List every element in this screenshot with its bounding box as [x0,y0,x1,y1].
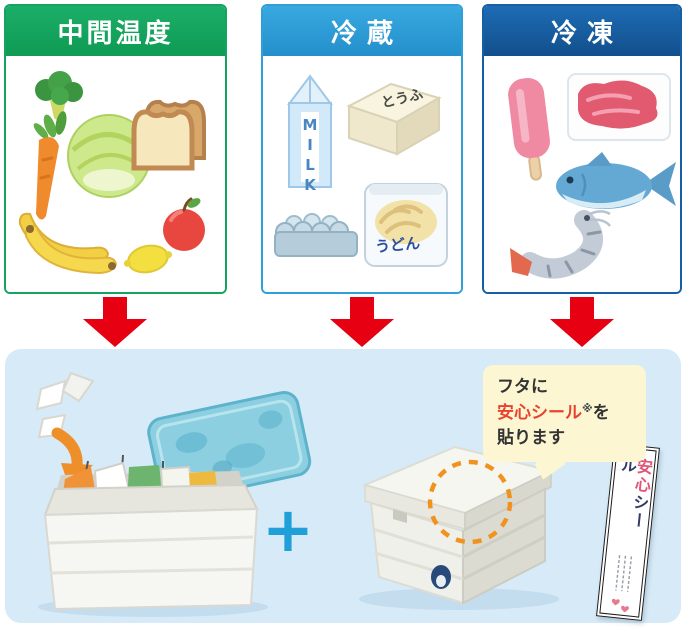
open-cooler-scene [35,371,312,617]
egg-carton-icon [274,213,358,257]
milk-text: MILK [301,116,319,196]
fish-icon [556,152,676,209]
fridge-items-illustration [274,74,448,267]
tofu-icon [346,82,442,156]
down-arrow [83,297,147,347]
seal-decoration [611,554,633,613]
seal-speech-bubble: フタに 安心シール※を 貼ります [483,365,646,462]
cabbage-icon [67,114,151,198]
bubble-particle: を [592,402,610,423]
meat-icon [567,73,671,141]
bubble-line1: フタに [497,377,548,397]
down-arrow [550,297,614,347]
card-refrigerated-body: MILK とうふ うどん [263,56,461,292]
milk-carton-icon [287,74,333,188]
card-frozen-title: 冷凍 [484,6,680,56]
bubble-note-mark: ※ [582,401,593,415]
lid-clip [393,509,407,524]
popsicle-icon [508,77,550,181]
shrimp-icon [510,210,611,279]
seal-position-highlight [427,459,513,545]
anshin-seal-sticker: 安心シール [596,443,660,621]
bubble-highlight: 安心シール [497,402,582,423]
card-frozen: 冷凍 [482,4,682,294]
banana-icon [18,212,118,275]
card-intermediate-temp-title: 中間温度 [6,6,225,56]
seal-text: 安心シール [611,456,654,548]
card-frozen-body [484,56,680,292]
card-intermediate-temp-body [6,56,225,292]
plus-sign: + [262,493,314,566]
apple-icon [163,197,205,251]
broccoli-icon [35,71,83,120]
frozen-items-illustration [508,73,676,279]
card-refrigerated: 冷蔵 [261,4,463,294]
closed-cooler-box-icon [361,445,554,605]
udon-bag-icon [364,183,448,267]
lemon-icon [123,244,173,274]
down-arrow [330,297,394,347]
card-intermediate-temp: 中間温度 [4,4,227,294]
paper-pieces-icon [35,371,95,439]
cooler-box-panel: + フタに 安心シール※を 貼 [5,349,681,623]
open-cooler-box-icon [43,483,259,611]
udon-text: うどん [374,234,421,256]
bread-icon [131,99,206,171]
box-logo-icon [431,565,451,589]
produce-illustration [18,71,206,275]
bubble-line3: 貼ります [497,428,565,448]
card-refrigerated-title: 冷蔵 [263,6,461,56]
carrot-icon [33,111,67,220]
closed-cooler-scene [359,445,559,610]
